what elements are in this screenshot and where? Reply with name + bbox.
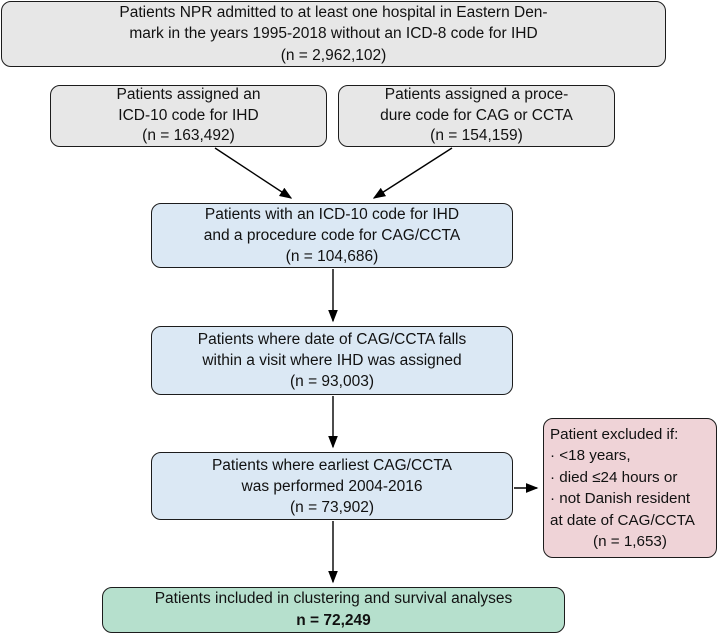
box-line: (n = 73,902) <box>289 498 375 516</box>
box-line: (n = 154,159) <box>430 127 523 145</box>
box-icd10-code: Patients assigned an ICD-10 code for IHD… <box>50 85 327 147</box>
box-line: within a visit where IHD was assigned <box>202 352 462 369</box>
box-line: Patients assigned a proce- <box>384 86 569 104</box>
box-line: · not Danish resident <box>550 490 691 507</box>
box-line: Patients assigned an <box>116 86 261 104</box>
box-line: Patients where earliest CAG/CCTA <box>211 456 453 474</box>
box-line: (n = 104,686) <box>285 248 379 265</box>
box-line: at date of CAG/CCTA <box>550 511 695 529</box>
box-line: · died ≤24 hours or <box>550 468 678 486</box>
box-line: (n = 163,492) <box>142 127 235 145</box>
box-visit-match: Patients where date of CAG/CCTA falls wi… <box>151 326 513 395</box>
box-procedure-code: Patients assigned a proce- dure code for… <box>338 85 615 147</box>
box-line: Patient excluded if: <box>550 425 679 443</box>
box-line: and a procedure code for CAG/CCTA <box>203 227 461 244</box>
box-line: (n = 2,962,102) <box>280 46 387 64</box>
box-exclusion-criteria: Patient excluded if: · <18 years, · died… <box>543 418 717 558</box>
arrow-icd10-to-combined <box>214 147 293 199</box>
box-line: was performed 2004-2016 <box>241 477 423 495</box>
box-line: ICD-10 code for IHD <box>118 106 259 124</box>
box-line: dure code for CAG or CCTA <box>380 106 573 124</box>
final-cohort-count: n = 72,249 <box>296 612 371 629</box>
box-line: (n = 1,653) <box>593 533 667 550</box>
box-line: · <18 years, <box>550 447 631 464</box>
arrow-procedure-to-combined <box>372 147 453 199</box>
box-line: Patients with an ICD-10 code for IHD <box>204 206 460 223</box>
box-line: mark in the years 1995-2018 without an I… <box>129 25 538 43</box>
box-final-cohort: Patients included in clustering and surv… <box>102 587 565 633</box>
box-line: Patients NPR admitted to at least one ho… <box>119 3 548 21</box>
box-line: (n = 93,003) <box>289 373 375 390</box>
box-line: Patients where date of CAG/CCTA falls <box>197 331 467 348</box>
box-icd10-and-procedure: Patients with an ICD-10 code for IHD and… <box>151 203 513 268</box>
box-study-period: Patients where earliest CAG/CCTA was per… <box>151 452 513 520</box>
box-line: Patients included in clustering and surv… <box>154 590 513 607</box>
box-source-population: Patients NPR admitted to at least one ho… <box>1 1 666 67</box>
